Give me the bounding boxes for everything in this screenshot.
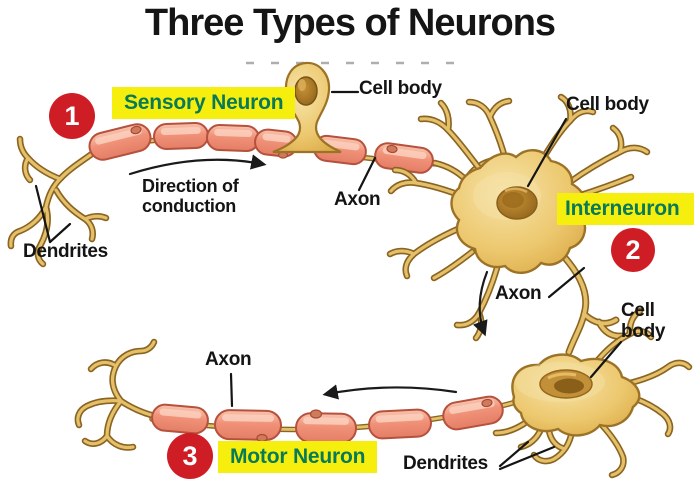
step-3-badge: 3 <box>167 433 213 479</box>
interneuron-illustration <box>390 97 647 352</box>
myelin-segment <box>368 408 432 440</box>
myelin-segment <box>313 134 367 166</box>
direction-arrow-interneuron <box>473 270 489 337</box>
direction-arrow-sensory <box>128 154 267 176</box>
sensory-dendrites-label: Dendrites <box>23 241 108 262</box>
myelin-segment <box>153 121 209 151</box>
motor-neuron-illustration <box>78 311 689 475</box>
step-2-badge: 2 <box>611 228 655 272</box>
sensory-axon-label: Axon <box>334 189 381 210</box>
sensory-nucleus <box>294 76 318 106</box>
step-1-badge: 1 <box>49 93 95 139</box>
interneuron-label: Interneuron <box>557 193 694 226</box>
myelin-segment <box>442 395 504 431</box>
motor-dendrites-label: Dendrites <box>403 453 488 474</box>
motor-axon-label: Axon <box>205 349 252 370</box>
step-1-number: 1 <box>64 100 80 131</box>
step-3-number: 3 <box>182 440 198 471</box>
myelin-segment <box>295 412 357 444</box>
page-title: Three Types of Neurons <box>144 2 556 44</box>
interneuron-cell-body-label: Cell body <box>566 94 649 115</box>
myelin-segment <box>206 124 260 152</box>
motor-cell-body-label: Cell body <box>621 300 666 342</box>
direction-arrow-motor <box>322 384 458 400</box>
pointer-lines <box>34 90 623 471</box>
myelin-segment <box>151 403 209 435</box>
direction-of-conduction-label: Direction of conduction <box>142 176 239 216</box>
interneuron-axon-label: Axon <box>495 283 542 304</box>
step-2-number: 2 <box>625 234 641 265</box>
myelin-segment <box>214 409 282 441</box>
sensory-neuron-label: Sensory Neuron <box>112 87 296 120</box>
motor-neuron-label: Motor Neuron <box>218 441 378 474</box>
sensory-cell-body-label: Cell body <box>359 78 442 99</box>
sensory-neuron-illustration <box>11 61 500 264</box>
myelin-segment <box>88 123 152 161</box>
